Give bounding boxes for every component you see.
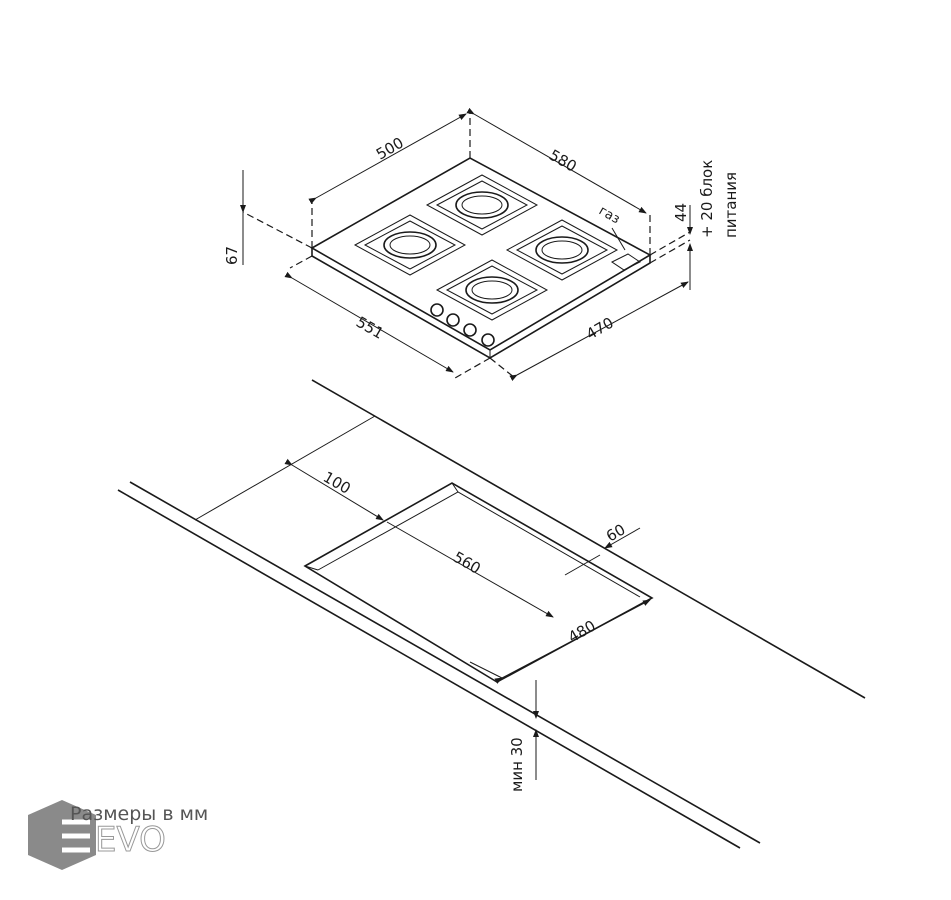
dim-height: 67	[223, 246, 241, 265]
units-caption: Размеры в мм	[70, 803, 209, 825]
countertop-drawing: 100 560 480 60 мин 30	[117, 379, 866, 849]
evo-logo: EVO	[28, 800, 166, 870]
dim-depth: 580	[546, 146, 580, 176]
dim-length: 560	[450, 548, 484, 578]
dim-connector: 44	[672, 203, 690, 222]
power-label-1: + 20 блок	[698, 160, 716, 238]
dim-front: 551	[353, 313, 387, 343]
dim-offset: 100	[320, 468, 354, 498]
hob-drawing: 500 580 551 470 67 44 + 20 блок питания …	[223, 107, 740, 381]
dim-min-thickness: мин 30	[508, 737, 526, 792]
dim-back: 60	[603, 520, 629, 545]
dim-side: 470	[583, 314, 617, 344]
dim-width: 500	[373, 134, 407, 164]
power-label-2: питания	[722, 172, 740, 238]
gas-label: газ	[596, 203, 622, 227]
watermark-text: EVO	[95, 820, 166, 860]
